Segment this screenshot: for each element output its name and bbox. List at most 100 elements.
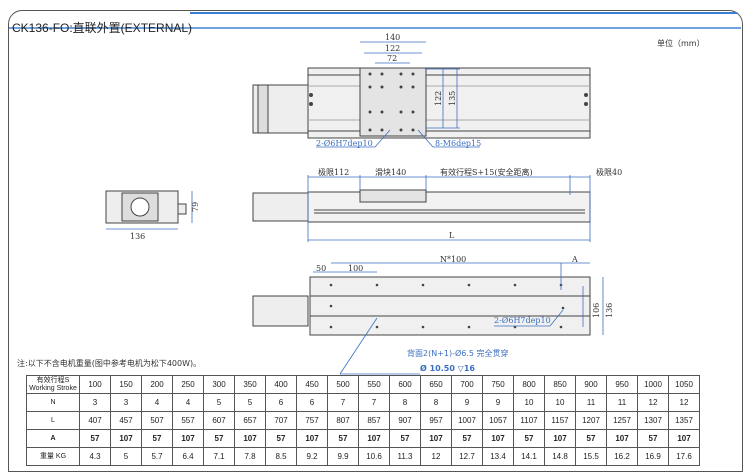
title-accent	[190, 12, 738, 14]
table-cell: 107	[544, 429, 576, 448]
table-cell: 14.8	[544, 447, 576, 466]
table-cell: 5	[203, 393, 235, 412]
table-cell: 100	[79, 375, 111, 394]
table-cell: 650	[420, 375, 452, 394]
table-cell: 1107	[513, 411, 545, 430]
table-cell: 507	[141, 411, 173, 430]
length-label: L	[449, 231, 455, 240]
table-cell: 907	[389, 411, 421, 430]
table-cell: 11	[575, 393, 607, 412]
table-cell: 107	[296, 429, 328, 448]
weight-note: 注:以下不含电机重量(图中参考电机为松下400W)。	[17, 359, 202, 368]
table-cell: 12	[637, 393, 669, 412]
table-cell: 5	[110, 447, 142, 466]
table-cell: 4	[141, 393, 173, 412]
dim-122-vertical: 122	[434, 91, 443, 106]
table-cell: 557	[172, 411, 204, 430]
table-cell: 107	[172, 429, 204, 448]
table-cell: 57	[513, 429, 545, 448]
table-cell: 407	[79, 411, 111, 430]
table-cell: 8.5	[265, 447, 297, 466]
table-cell: 350	[234, 375, 266, 394]
table-cell: 300	[203, 375, 235, 394]
bottom-pin-hole-label: 2-Ø6H7dep10	[494, 316, 551, 325]
table-cell: 7.8	[234, 447, 266, 466]
table-cell: 607	[203, 411, 235, 430]
table-cell: 4	[172, 393, 204, 412]
table-cell: 57	[389, 429, 421, 448]
top-view	[252, 41, 591, 148]
table-cell: 7	[358, 393, 390, 412]
dim-72: 72	[387, 54, 397, 63]
table-cell: 15.5	[575, 447, 607, 466]
table-cell: 450	[296, 375, 328, 394]
row-header: L	[26, 411, 80, 430]
table-cell: 957	[420, 411, 452, 430]
table-cell: 1257	[606, 411, 638, 430]
table-cell: 700	[451, 375, 483, 394]
table-cell: 400	[265, 375, 297, 394]
table-cell: 7.1	[203, 447, 235, 466]
table-cell: 1307	[637, 411, 669, 430]
row-header: A	[26, 429, 80, 448]
limit-left-label: 极限112	[318, 167, 349, 177]
table-cell: 57	[141, 429, 173, 448]
table-cell: 900	[575, 375, 607, 394]
table-cell: 5.7	[141, 447, 173, 466]
dim-a: A	[571, 255, 578, 264]
table-cell: 1357	[668, 411, 700, 430]
table-cell: 57	[575, 429, 607, 448]
table-cell: 12.7	[451, 447, 483, 466]
table-cell: 17.6	[668, 447, 700, 466]
table-cell: 9	[451, 393, 483, 412]
table-cell: 16.9	[637, 447, 669, 466]
side-view	[252, 175, 591, 242]
table-cell: 10.6	[358, 447, 390, 466]
slider-label: 滑块140	[375, 167, 406, 177]
table-cell: 1157	[544, 411, 576, 430]
bottom-view	[252, 262, 604, 375]
table-cell: 857	[358, 411, 390, 430]
table-cell: 250	[172, 375, 204, 394]
table-cell: 107	[482, 429, 514, 448]
dim-50: 50	[316, 264, 326, 273]
table-cell: 57	[265, 429, 297, 448]
table-cell: 6.4	[172, 447, 204, 466]
end-height: 79	[191, 202, 200, 212]
table-cell: 1050	[668, 375, 700, 394]
table-cell: 4.3	[79, 447, 111, 466]
table-cell: 107	[606, 429, 638, 448]
table-cell: 457	[110, 411, 142, 430]
table-cell: 8	[389, 393, 421, 412]
table-cell: 3	[110, 393, 142, 412]
table-cell: 500	[327, 375, 359, 394]
end-view	[105, 190, 193, 230]
table-cell: 57	[79, 429, 111, 448]
table-cell: 950	[606, 375, 638, 394]
table-cell: 57	[327, 429, 359, 448]
table-cell: 7	[327, 393, 359, 412]
dim-140: 140	[385, 33, 400, 42]
row-header: 重量 KG	[26, 447, 80, 466]
table-cell: 200	[141, 375, 173, 394]
table-cell: 9.9	[327, 447, 359, 466]
thread-label: 8-M6dep15	[435, 139, 481, 148]
table-cell: 5	[234, 393, 266, 412]
stroke-label: 有效行程S+15(安全距离)	[440, 167, 533, 177]
table-cell: 3	[79, 393, 111, 412]
table-cell: 9.2	[296, 447, 328, 466]
page-title: CK136-FO:直联外置(EXTERNAL)	[12, 21, 193, 35]
table-cell: 11	[606, 393, 638, 412]
row-header: N	[26, 393, 80, 412]
table-cell: 9	[482, 393, 514, 412]
table-cell: 107	[110, 429, 142, 448]
table-cell: 1007	[451, 411, 483, 430]
table-cell: 657	[234, 411, 266, 430]
end-width: 136	[130, 232, 145, 241]
table-cell: 150	[110, 375, 142, 394]
table-cell: 8	[420, 393, 452, 412]
